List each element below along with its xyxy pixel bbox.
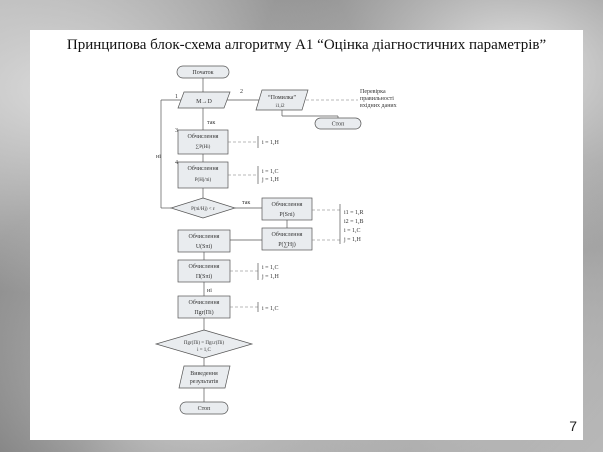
calc-Pi-title: Обчислення bbox=[189, 263, 220, 270]
calc-Pi-formula: Π(Sπi) bbox=[196, 273, 212, 280]
decision-2-sub: i = 1,C bbox=[197, 348, 211, 353]
output-label-2: результатів bbox=[190, 379, 219, 385]
slide-title: Принципова блок-схема алгоритму А1 “Оцін… bbox=[66, 37, 547, 53]
error-node bbox=[255, 89, 309, 111]
range-Pi-i: i = 1,C bbox=[262, 265, 279, 271]
step-number-3: 3 bbox=[175, 128, 178, 134]
calc-right-2-formula: P(∑Hj) bbox=[278, 241, 296, 248]
calc-U-title: Обчислення bbox=[189, 233, 220, 240]
range-right-4: j = 1,H bbox=[343, 237, 362, 243]
calc-node-1-title: Обчислення bbox=[188, 133, 219, 140]
range-calc-2-j: j = 1,H bbox=[261, 177, 280, 183]
decision-1-label: P(πi/Hj) < ε bbox=[191, 207, 215, 212]
calc-right-2 bbox=[261, 227, 313, 251]
output-node bbox=[178, 365, 231, 389]
calc-right-1-formula: P(Sπi) bbox=[279, 211, 294, 218]
range-calc-2-i: i = 1,C bbox=[262, 169, 279, 175]
check-note-1: Перевірка bbox=[360, 89, 386, 95]
slide: Принципова блок-схема алгоритму А1 “Оцін… bbox=[30, 30, 583, 440]
calc-right-1-title: Обчислення bbox=[272, 201, 303, 208]
stop-label-top: Стоп bbox=[332, 122, 345, 128]
error-label: “Помилка” bbox=[268, 94, 296, 101]
step-number-4: 4 bbox=[175, 160, 178, 166]
range-calc-1: i = 1,H bbox=[262, 140, 280, 146]
calc-right-2-title: Обчислення bbox=[272, 231, 303, 238]
calc-Pgr-title: Обчислення bbox=[189, 299, 220, 306]
decision-2-label: Пgr(Пi) = Пgr.r(Пi) bbox=[184, 341, 225, 346]
calc-node-2-formula: P(Hj/πi) bbox=[195, 178, 212, 183]
output-label-1: Виведення bbox=[190, 371, 218, 377]
check-note-2: правильності bbox=[360, 96, 394, 102]
stop-node-bottom bbox=[179, 401, 229, 415]
page-number: 7 bbox=[569, 418, 577, 434]
range-Pgr: i = 1,C bbox=[262, 306, 279, 312]
yes-label-1: так bbox=[207, 120, 215, 126]
yes-label-2: так bbox=[242, 200, 250, 206]
decision-node-1 bbox=[169, 197, 237, 219]
range-right-1: i1 = 1,R bbox=[344, 210, 364, 216]
calc-node-1-formula: ∑P(Hi) bbox=[196, 144, 211, 150]
range-right-2: i2 = 1,B bbox=[344, 219, 364, 225]
range-Pi-j: j = 1,H bbox=[261, 274, 280, 280]
calc-Pgr-formula: Пgr(Пi) bbox=[194, 309, 213, 316]
step-number-2: 2 bbox=[240, 89, 243, 95]
step-number-1: 1 bbox=[175, 94, 178, 100]
error-sub: i1,i2 bbox=[275, 104, 285, 109]
check-note-3: вхідних даних bbox=[360, 103, 397, 109]
calc-node-2-title: Обчислення bbox=[188, 165, 219, 172]
input-node bbox=[177, 91, 231, 109]
stop-node-top bbox=[314, 117, 362, 130]
range-right-3: i = 1,C bbox=[344, 228, 361, 234]
calc-U-formula: U(Sπi) bbox=[196, 243, 212, 250]
no-label-2: ні bbox=[207, 288, 212, 294]
flowchart: Початок M→D 1 2 “Помилка” i1,i2 Перевірк… bbox=[154, 65, 397, 415]
no-label-1: ні bbox=[156, 154, 161, 160]
start-label: Початок bbox=[192, 70, 213, 76]
input-label: M→D bbox=[196, 99, 212, 105]
stop-label-bottom: Стоп bbox=[198, 406, 211, 412]
